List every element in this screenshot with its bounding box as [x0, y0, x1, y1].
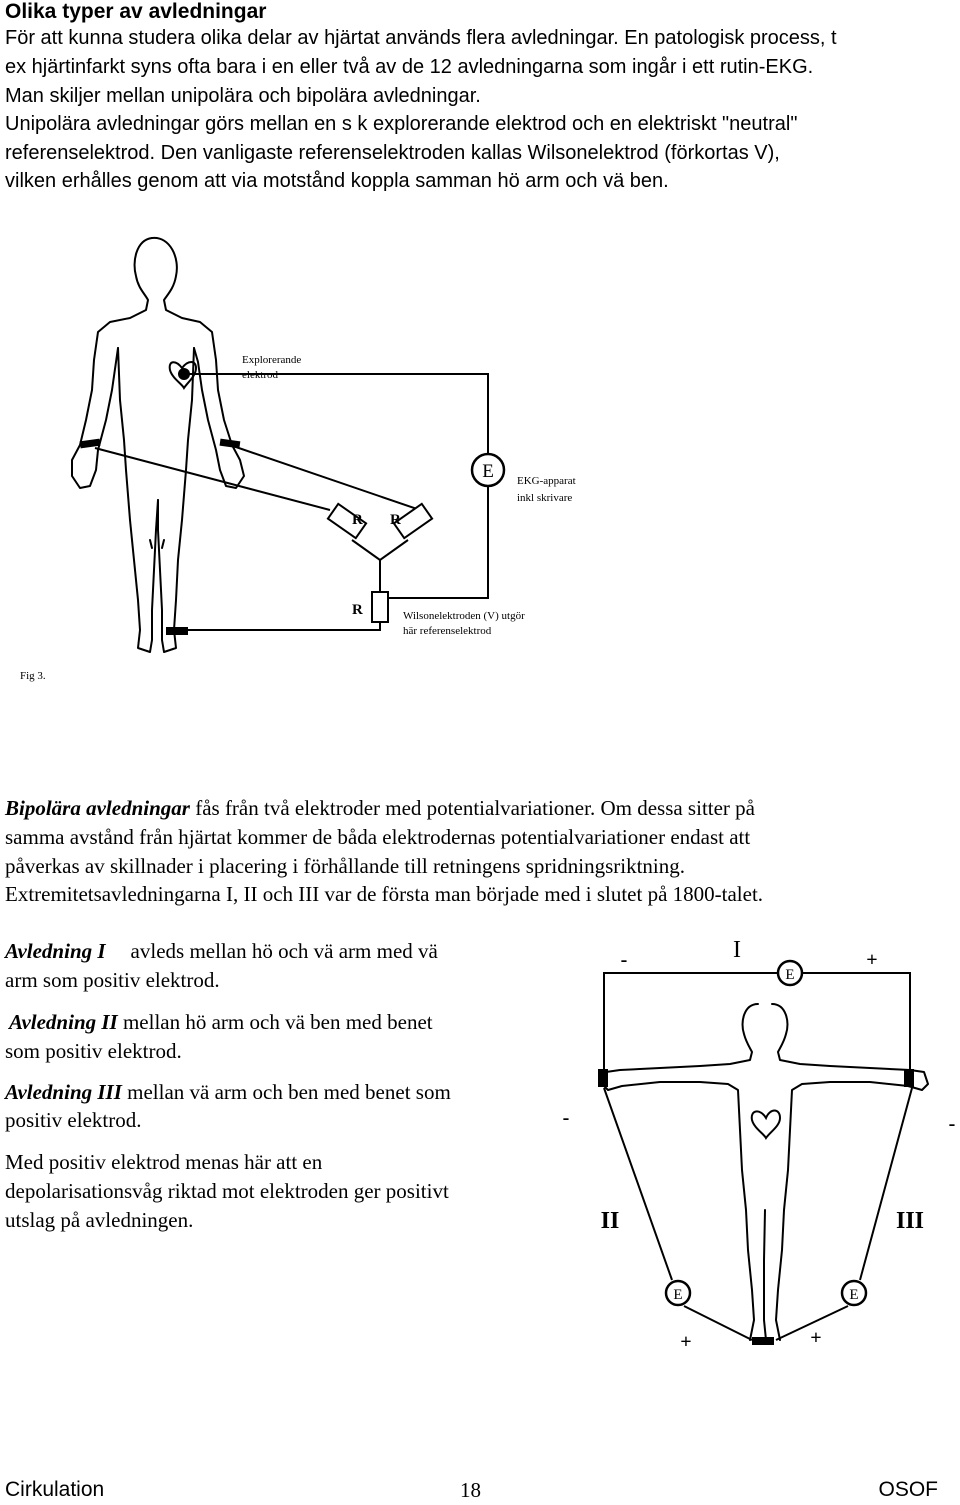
lead-1-term: Avledning I [5, 939, 106, 963]
polarity-plus: + [810, 1327, 821, 1349]
intro-line: referenselektrod. Den vanligaste referen… [5, 142, 780, 164]
figure-unipolar-diagram: R R R E Explorerande elektrod EKG-appara… [20, 236, 576, 682]
resistor-leg [371, 591, 389, 623]
lead-1-text: avleds mellan hö och vä arm med vä [130, 939, 438, 963]
heart-icon [168, 361, 198, 390]
electrode-symbol-lead-II [664, 1279, 692, 1307]
resistor-label: R [352, 602, 363, 618]
electrode-letter: E [849, 1287, 858, 1303]
bipolar-line: Bipolära avledningar fås från två elektr… [5, 796, 755, 821]
label-explorerande: Explorerande [242, 354, 301, 366]
bipolar-line: Extremitetsavledningarna I, II och III v… [5, 882, 764, 906]
resistor-label: R [390, 512, 401, 528]
bipolar-text: fås från två elektroder med potentialvar… [189, 796, 755, 820]
heart-icon [750, 1109, 782, 1140]
right-wrist-electrode [79, 438, 101, 449]
label-wilson: Wilsonelektroden (V) utgör [403, 610, 525, 622]
human-figure-outline [601, 1003, 929, 1341]
resistor-left-arm [392, 502, 434, 540]
left-wrist-electrode [904, 1069, 914, 1087]
footer-right: OSOF [878, 1478, 938, 1501]
left-ankle-electrode [166, 627, 188, 635]
resistor-right-arm [326, 502, 368, 540]
electrode-letter: E [673, 1287, 682, 1303]
ankle-electrode [752, 1337, 774, 1345]
ekg-apparatus-letter: E [482, 461, 494, 482]
intro-line: Man skiljer mellan unipolära och bipolär… [5, 85, 481, 107]
note-line: Med positiv elektrod menas här att en [5, 1150, 323, 1174]
electrode-symbol-lead-I [776, 959, 804, 987]
lead-1-line: Avledning I avleds mellan hö och vä arm m… [5, 939, 438, 964]
footer-page-number: 18 [460, 1478, 481, 1502]
lead-wires [603, 972, 913, 1341]
lead-3-line: positiv elektrod. [5, 1108, 142, 1132]
label-ekg-apparat: inkl skrivare [517, 492, 572, 504]
note-line: utslag på avledningen. [5, 1208, 194, 1232]
intro-line: För att kunna studera olika delar av hjä… [5, 27, 837, 49]
intro-line: vilken erhålles genom att via motstånd k… [5, 170, 669, 192]
right-wrist-electrode [598, 1069, 608, 1087]
polarity-minus: - [949, 1113, 956, 1135]
ekg-apparatus-symbol [470, 452, 506, 488]
lead-2-text: mellan hö arm och vä ben med benet [117, 1010, 433, 1034]
intro-line: ex hjärtinfarkt syns ofta bara i en elle… [5, 56, 814, 78]
circuit-wires [94, 373, 489, 631]
label-wilson: här referenselektrod [403, 625, 492, 637]
bipolar-term: Bipolära avledningar [5, 796, 190, 820]
figure-caption: Fig 3. [20, 670, 46, 682]
lead-label-III: III [896, 1208, 924, 1234]
lead-3-line: Avledning III mellan vä arm och ben med … [5, 1080, 451, 1105]
electrode-letter: E [785, 967, 794, 983]
note-line: depolarisationsvåg riktad mot elektroden… [5, 1179, 449, 1203]
polarity-plus: + [866, 949, 877, 971]
lead-label-I: I [733, 937, 741, 963]
lead-2-line: som positiv elektrod. [5, 1039, 182, 1063]
lead-3-text: mellan vä arm och ben med benet som [121, 1080, 451, 1104]
polarity-minus: - [563, 1107, 570, 1129]
exploring-electrode-dot [178, 368, 190, 380]
footer-left: Cirkulation [5, 1478, 105, 1501]
lead-3-term: Avledning III [5, 1080, 122, 1104]
lead-2-line: Avledning II mellan hö arm och vä ben me… [9, 1010, 433, 1035]
polarity-plus: + [680, 1331, 691, 1353]
section-heading: Olika typer av avledningar [5, 0, 267, 23]
electrode-symbol-lead-III [840, 1279, 868, 1307]
label-ekg-apparat: EKG-apparat [517, 475, 576, 487]
resistor-label: R [352, 512, 363, 528]
label-explorerande: elektrod [242, 369, 279, 381]
bipolar-line: samma avstånd från hjärtat kommer de båd… [5, 825, 751, 849]
intro-line: Unipolära avledningar görs mellan en s k… [5, 113, 798, 135]
lead-2-term: Avledning II [9, 1010, 118, 1034]
bipolar-line: påverkas av skillnader i placering i för… [5, 854, 685, 878]
lead-label-II: II [601, 1208, 620, 1234]
polarity-minus: - [621, 949, 628, 971]
lead-1-line: arm som positiv elektrod. [5, 968, 220, 992]
figure-bipolar-diagram: E E E I II III - + - - + + [563, 937, 956, 1353]
